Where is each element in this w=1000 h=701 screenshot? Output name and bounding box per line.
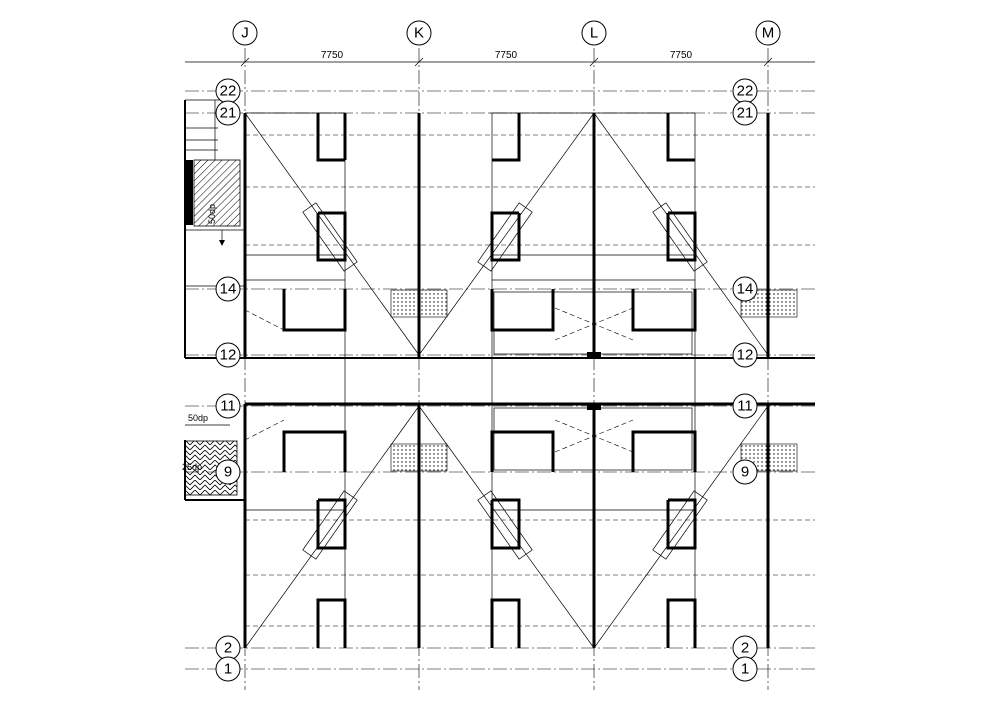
row-bubble-22-right: 22 (732, 78, 758, 104)
svg-text:K: K (414, 25, 424, 42)
svg-text:22: 22 (220, 83, 237, 100)
svg-text:14: 14 (737, 281, 754, 298)
dimension-span-2: 7750 (495, 50, 518, 61)
row-bubble-21-right: 21 (732, 100, 758, 126)
row-bubble-11-right: 11 (732, 393, 758, 419)
svg-text:J: J (241, 25, 249, 42)
note-drop-lower: 50dp (188, 413, 208, 423)
row-bubble-1-left: 1 (215, 656, 241, 682)
svg-text:11: 11 (737, 398, 753, 415)
svg-text:L: L (590, 25, 598, 42)
row-bubble-21-left: 21 (215, 100, 241, 126)
row-bubble-2-left: 2 (215, 635, 241, 661)
svg-text:9: 9 (741, 464, 749, 481)
note-drop-upper: 50dp (207, 204, 217, 224)
svg-text:22: 22 (737, 83, 754, 100)
walls (243, 112, 815, 648)
row-bubble-12-left: 12 (215, 342, 241, 368)
interior-lines (244, 113, 815, 648)
svg-text:12: 12 (220, 347, 237, 364)
column-axes (244, 48, 769, 690)
stair-area: 50dp 50dp 25dp (182, 99, 245, 501)
svg-text:21: 21 (737, 105, 754, 122)
row-bubble-14-right: 14 (732, 276, 758, 302)
row-bubble-12-right: 12 (732, 342, 758, 368)
row-bubble-22-left: 22 (215, 78, 241, 104)
column-bubble-m: M (755, 20, 781, 46)
column-bubble-j: J (232, 20, 258, 46)
svg-text:9: 9 (224, 464, 232, 481)
diagonals (244, 112, 769, 649)
dimension-span-1: 7750 (321, 50, 344, 61)
row-bubble-9-right: 9 (732, 459, 758, 485)
row-bubble-11-left: 11 (215, 393, 241, 419)
svg-text:21: 21 (220, 105, 237, 122)
svg-text:12: 12 (737, 347, 754, 364)
svg-text:2: 2 (224, 640, 232, 657)
dimension-line: 7750 7750 7750 (185, 50, 815, 67)
column-bubble-l: L (581, 20, 607, 46)
svg-text:14: 14 (220, 281, 237, 298)
dimension-span-3: 7750 (670, 50, 693, 61)
svg-text:11: 11 (220, 398, 236, 415)
row-bubble-2-right: 2 (732, 635, 758, 661)
column-bubble-k: K (406, 20, 432, 46)
svg-text:2: 2 (741, 640, 749, 657)
svg-text:M: M (762, 25, 775, 42)
row-bubble-9-left: 9 (215, 459, 241, 485)
svg-text:1: 1 (741, 661, 749, 678)
note-drop-25: 25dp (182, 462, 202, 472)
row-bubble-14-left: 14 (215, 276, 241, 302)
svg-text:1: 1 (224, 661, 232, 678)
row-axes (185, 90, 815, 670)
row-bubble-1-right: 1 (732, 656, 758, 682)
